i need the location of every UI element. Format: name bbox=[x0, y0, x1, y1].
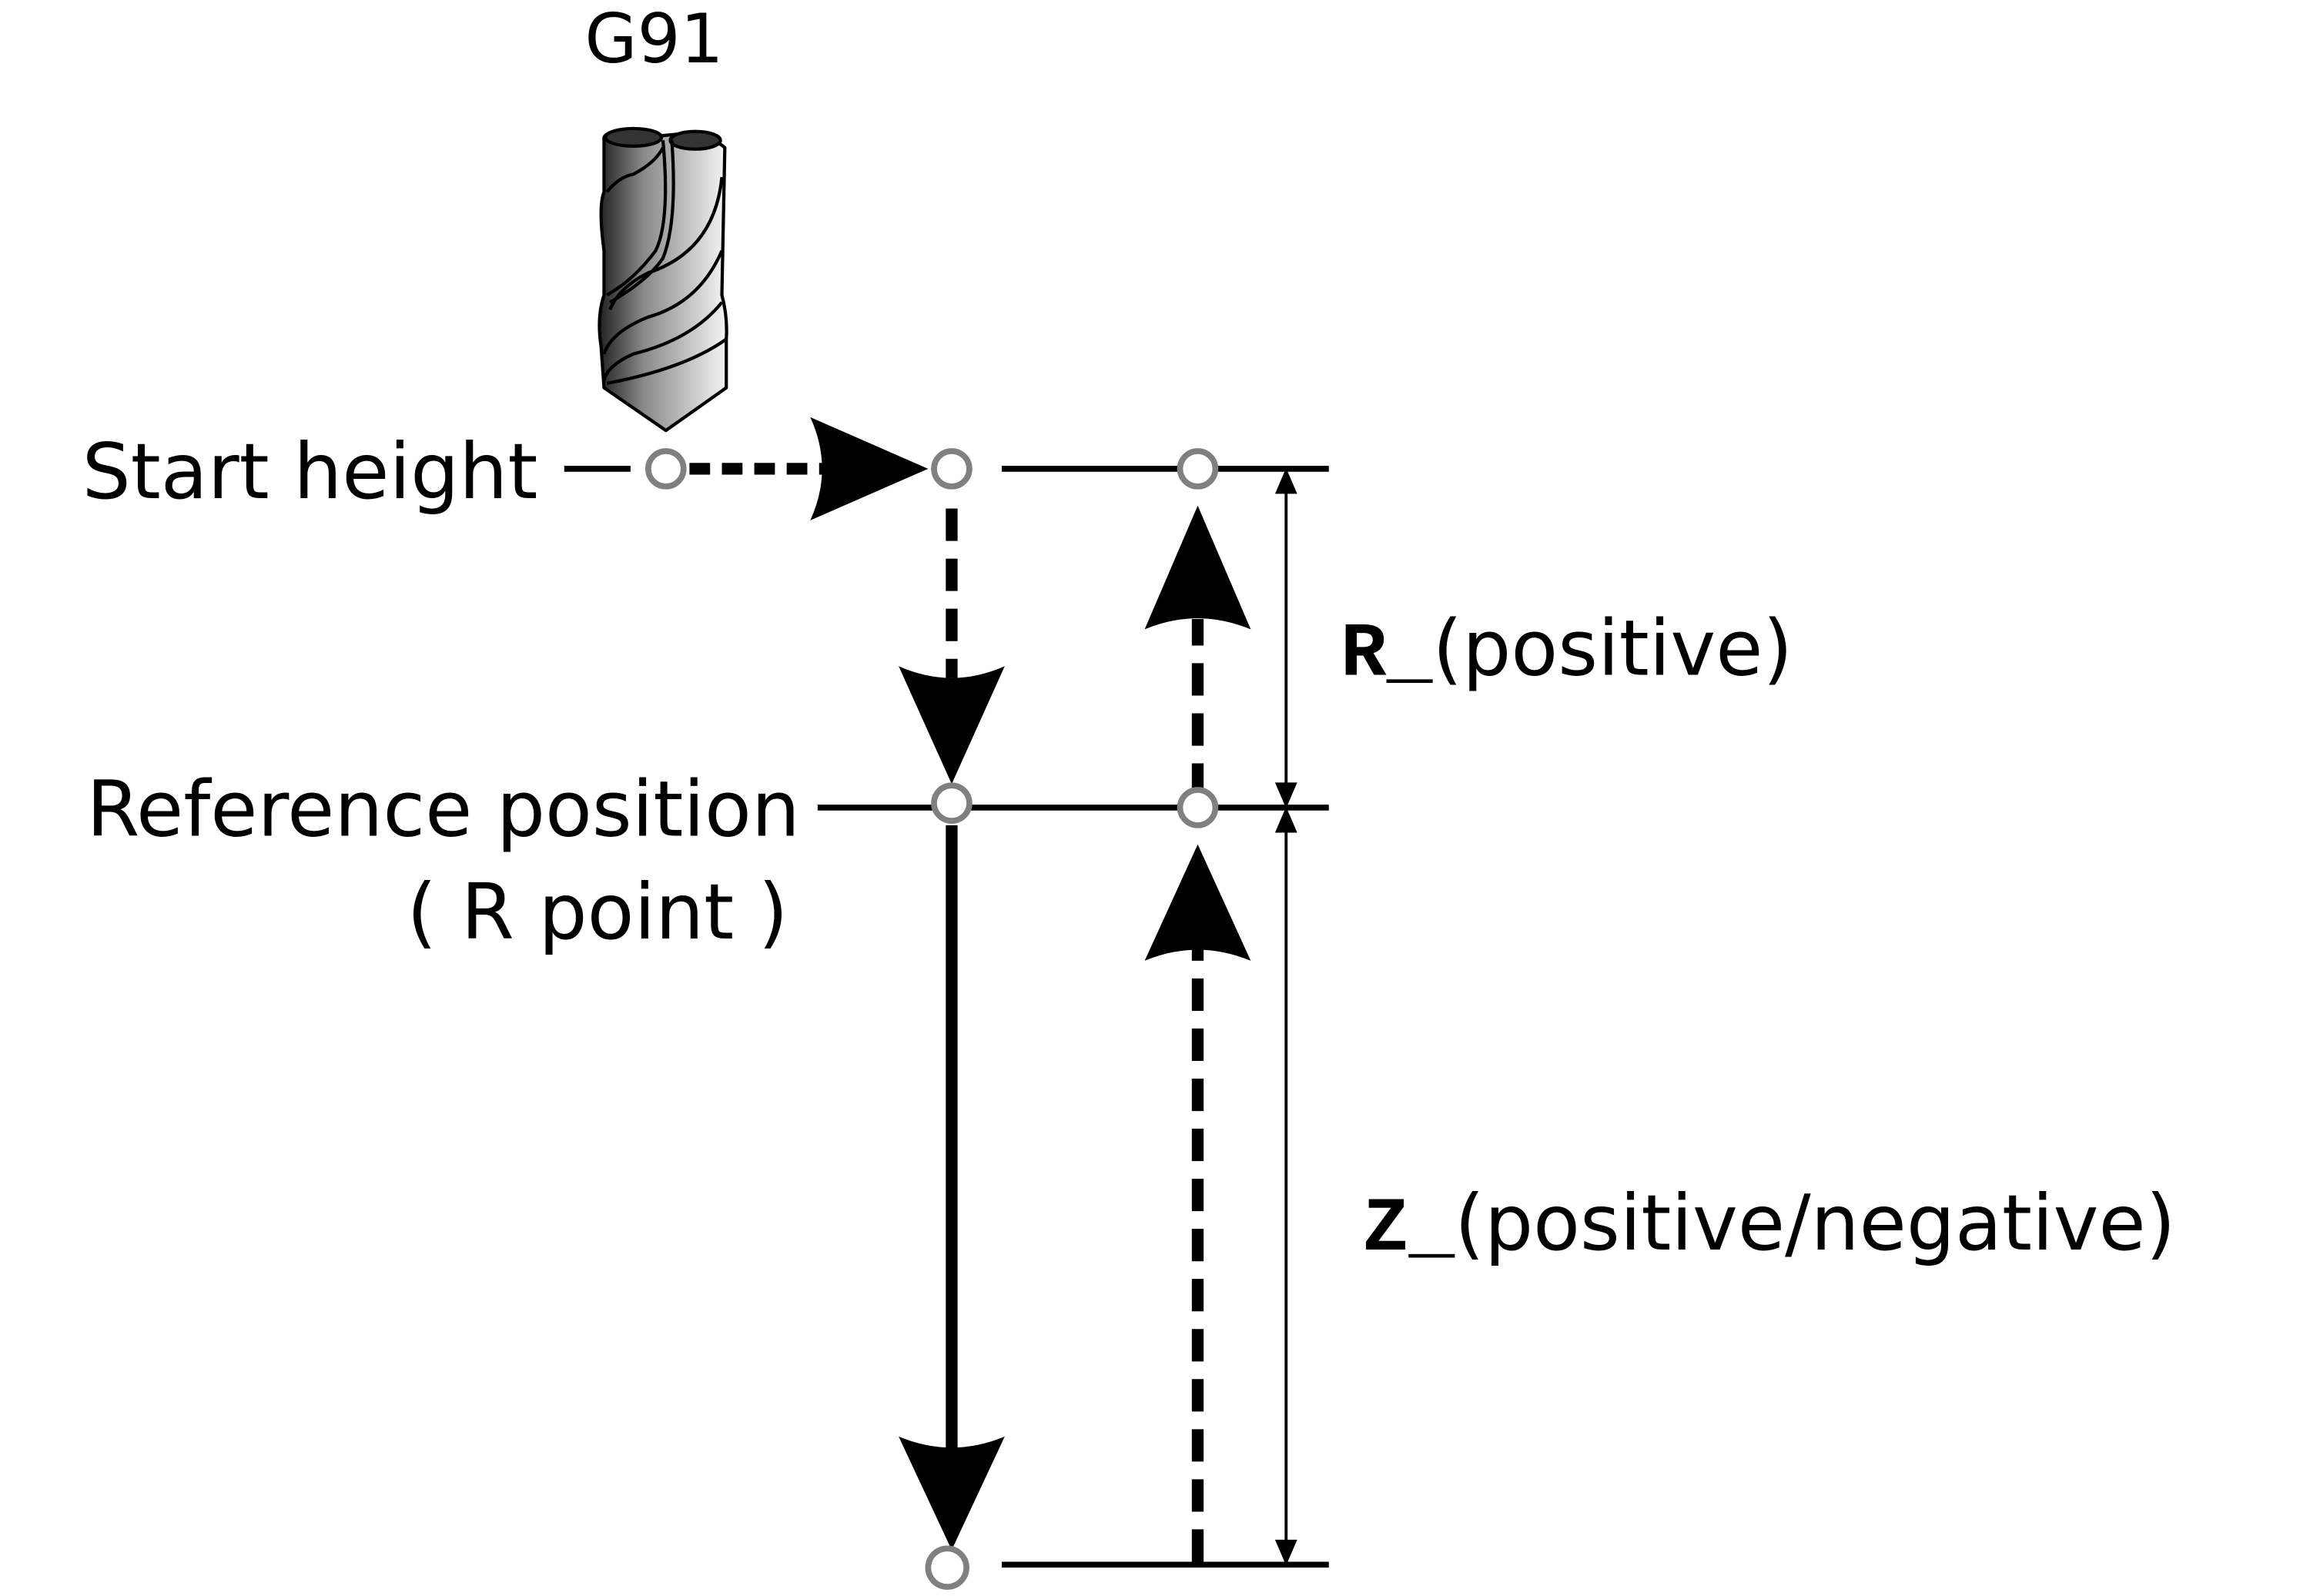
arrow-down-icon bbox=[899, 666, 1005, 785]
arrow-up-icon bbox=[1144, 505, 1251, 630]
return-start-marker bbox=[1177, 448, 1219, 490]
z-dimension bbox=[1274, 806, 1297, 1566]
arrow-up-icon bbox=[1144, 844, 1251, 961]
r-dimension bbox=[1274, 467, 1297, 808]
z-param-note: (positive/negative) bbox=[1455, 1179, 2175, 1268]
arrow-down-icon bbox=[899, 1436, 1005, 1551]
hole-position-marker bbox=[931, 448, 973, 490]
z-param: Z_ bbox=[1363, 1186, 1455, 1273]
r-parameter-label: R_(positive) bbox=[1341, 605, 1793, 698]
r-point-label: ( R point ) bbox=[407, 868, 788, 957]
mode-title: G91 bbox=[584, 0, 723, 79]
r-param: R_ bbox=[1341, 611, 1433, 698]
reference-position-label: Reference position bbox=[86, 765, 800, 854]
r-param-note: (positive) bbox=[1432, 605, 1793, 694]
z-parameter-label: Z_(positive/negative) bbox=[1363, 1179, 2176, 1273]
start-height-label: Start height bbox=[82, 428, 538, 517]
start-point-marker bbox=[645, 448, 687, 490]
z-point-marker bbox=[925, 1545, 969, 1590]
return-r-point-marker bbox=[1177, 787, 1219, 828]
end-mill-tool-icon bbox=[598, 126, 728, 433]
arrow-right-icon bbox=[810, 417, 929, 520]
r-point-marker bbox=[931, 782, 973, 824]
